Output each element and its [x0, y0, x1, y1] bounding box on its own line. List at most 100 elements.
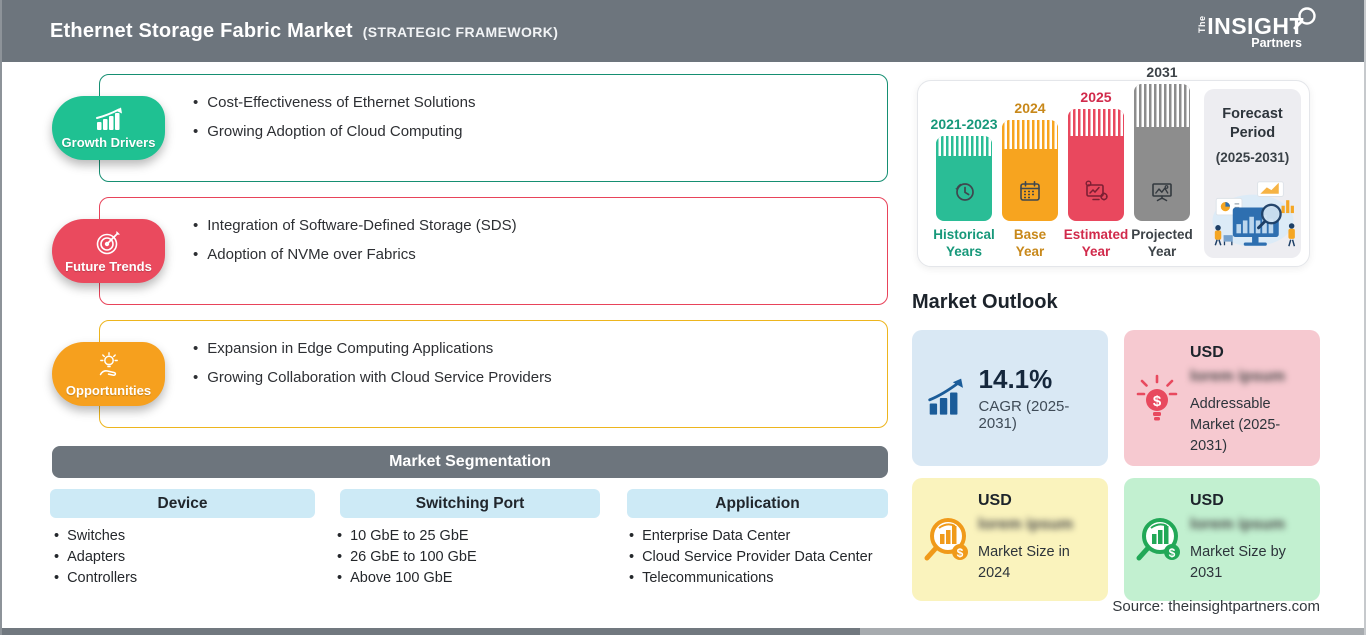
segment-list-application: •Enterprise Data Center •Cloud Service P… — [629, 525, 873, 588]
magnifier-chart-dollar-icon: $ — [1136, 518, 1180, 561]
card-caption: Addressable Market (2025-2031) — [1190, 396, 1281, 455]
growth-drivers-badge: Growth Drivers — [52, 96, 165, 160]
list-item: •26 GbE to 100 GbE — [337, 548, 477, 565]
bar-year-label: 2025 — [1080, 89, 1112, 106]
blurred-value: lorem ipsum — [978, 516, 1074, 533]
bar-year-label: 2021-2023 — [930, 116, 998, 133]
currency-label: USD — [1190, 344, 1224, 361]
bullet: • — [193, 340, 199, 357]
bar-year-label: 2024 — [1014, 100, 1046, 117]
bullet: • — [337, 548, 343, 565]
bullet: • — [337, 527, 343, 544]
market-size-2031-card: USD $ lorem ipsum Market Size by 2031 — [1124, 478, 1320, 601]
forecast-line2: Period — [1229, 124, 1276, 141]
segment-column-header-device: Device — [50, 489, 315, 518]
logo-partners: Partners — [1251, 35, 1302, 50]
list-item: •Switches — [54, 527, 126, 544]
list-item: •Enterprise Data Center — [629, 527, 791, 544]
target-dart-icon — [96, 230, 120, 254]
bullet: • — [54, 527, 60, 544]
page-title-subtitle: (STRATEGIC FRAMEWORK) — [362, 23, 559, 40]
market-size-2024-card: USD $ lorem ipsum Market Size in 2024 — [912, 478, 1108, 601]
bullet: • — [193, 123, 199, 141]
list-item: •Adapters — [54, 548, 126, 565]
bullet: • — [629, 548, 635, 565]
svg-text:$: $ — [957, 546, 964, 560]
cagr-text: 14.1% CAGR (2025-2031) — [979, 364, 1098, 432]
segment-list-switching-port: •10 GbE to 25 GbE •26 GbE to 100 GbE •Ab… — [337, 525, 477, 588]
logo-the: The — [1197, 15, 1208, 33]
growth-chart-icon — [95, 107, 122, 130]
bullet: • — [54, 548, 60, 565]
list-item: •Telecommunications — [629, 569, 774, 586]
bottom-border-strip — [2, 628, 1364, 635]
bullet: • — [629, 527, 635, 544]
growth-bars-arrow-icon — [928, 378, 963, 415]
card-caption: Market Size in 2024 — [978, 544, 1070, 582]
page-title: Ethernet Storage Fabric Market (STRATEGI… — [50, 20, 558, 43]
bullet: • — [193, 246, 199, 264]
opportunities-box: •Expansion in Edge Computing Application… — [99, 320, 888, 428]
calendar-icon — [1020, 181, 1040, 202]
segment-column-header-application: Application — [627, 489, 888, 518]
bullet: • — [193, 94, 199, 111]
currency-label: USD — [978, 492, 1012, 509]
monitor-gear-icon — [1085, 180, 1108, 201]
bulb-hand-icon — [99, 351, 118, 376]
market-segmentation-header: Market Segmentation — [52, 446, 888, 478]
bullet: • — [629, 569, 635, 586]
cagr-value: 14.1% — [978, 364, 1053, 394]
segment-column-header-switching-port: Switching Port — [340, 489, 600, 518]
badge-label: Opportunities — [65, 382, 152, 398]
list-item: •Growing Collaboration with Cloud Servic… — [193, 369, 552, 387]
cagr-caption: CAGR (2025-2031) — [978, 398, 1070, 432]
segment-list-device: •Switches •Adapters •Controllers — [54, 525, 137, 588]
magnifier-chart-dollar-icon: $ — [924, 518, 968, 561]
list-item: •Growing Adoption of Cloud Computing — [193, 123, 463, 141]
market-outlook-title: Market Outlook — [912, 291, 1058, 313]
growth-drivers-box: •Cost-Effectiveness of Ethernet Solution… — [99, 74, 888, 182]
list-item: •10 GbE to 25 GbE — [337, 527, 469, 544]
list-item: •Adoption of NVMe over Fabrics — [193, 246, 416, 264]
forecast-line1: Forecast — [1222, 106, 1283, 122]
opportunities-badge: Opportunities — [52, 342, 165, 406]
badge-label: Future Trends — [65, 258, 152, 274]
list-item: •Cost-Effectiveness of Ethernet Solution… — [193, 94, 476, 111]
list-item: •Cloud Service Provider Data Center — [629, 548, 873, 565]
badge-label: Growth Drivers — [61, 134, 156, 150]
list-item: •Above 100 GbE — [337, 569, 453, 586]
bullet: • — [54, 569, 60, 586]
future-trends-box: •Integration of Software-Defined Storage… — [99, 197, 888, 305]
bullet: • — [193, 217, 199, 234]
future-trends-badge: Future Trends — [52, 219, 165, 283]
clock-history-icon — [955, 183, 974, 202]
presentation-icon — [1152, 183, 1172, 202]
bullet: • — [193, 369, 199, 387]
page-title-main: Ethernet Storage Fabric Market — [50, 19, 353, 42]
logo-insight: INSIGHT — [1207, 12, 1304, 39]
source-attribution: Source: theinsightpartners.com — [1112, 598, 1320, 615]
card-caption: Market Size by 2031 — [1190, 544, 1286, 582]
currency-label: USD — [1190, 492, 1224, 509]
bullet: • — [337, 569, 343, 586]
bulb-dollar-icon: $ — [1136, 374, 1178, 421]
list-item: •Controllers — [54, 569, 138, 586]
list-item: •Expansion in Edge Computing Application… — [193, 340, 494, 357]
cagr-card: 14.1% CAGR (2025-2031) — [912, 330, 1108, 466]
header-bar: Ethernet Storage Fabric Market (STRATEGI… — [2, 0, 1364, 62]
addressable-market-card: USD $ lorem ipsum Addressable Market (20… — [1124, 330, 1320, 466]
forecast-illustration — [1212, 181, 1296, 247]
list-item: •Integration of Software-Defined Storage… — [193, 217, 517, 234]
svg-text:$: $ — [1169, 546, 1176, 560]
